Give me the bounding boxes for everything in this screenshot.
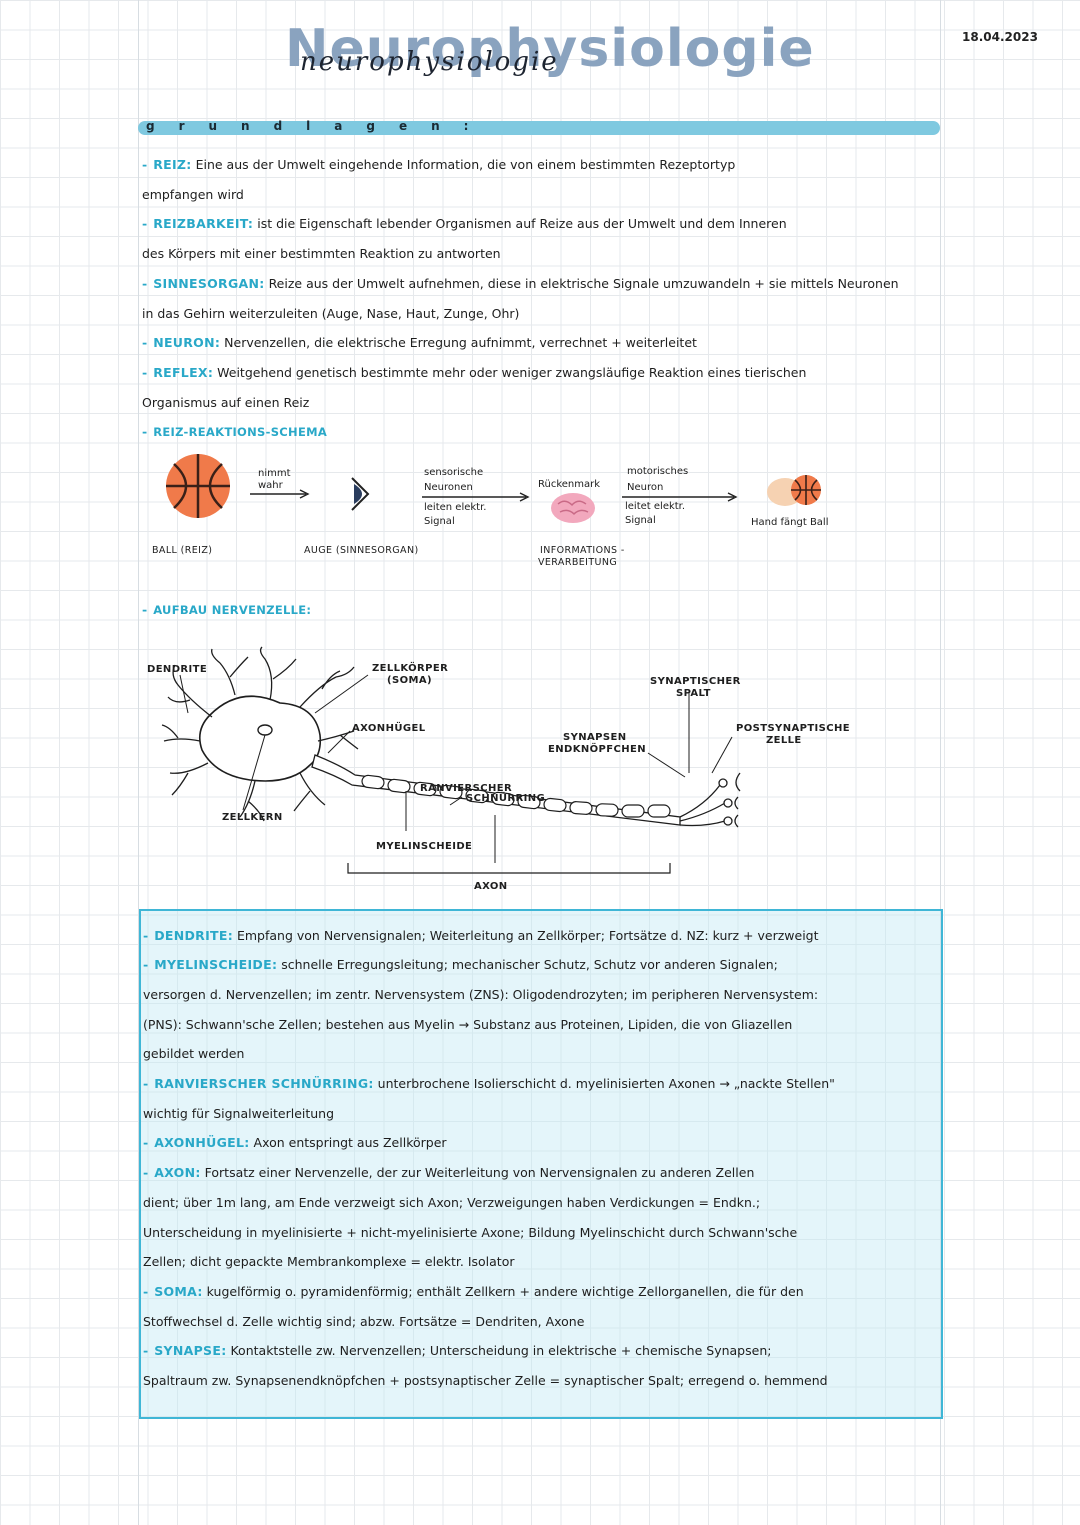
date: 18.04.2023: [962, 30, 1038, 44]
label-zelle: ZELLE: [766, 735, 802, 746]
label-myelinscheide: MYELINSCHEIDE: [376, 841, 473, 852]
label-endknoepfchen: ENDKNÖPFCHEN: [548, 744, 646, 755]
axon-terminals: [679, 772, 741, 828]
label-postsynaptische: POSTSYNAPTISCHE: [736, 723, 851, 734]
motor-label: Neuron: [627, 482, 664, 493]
arrow-label-wahr: wahr: [258, 480, 283, 491]
box-item-ranvier: -RANVIERSCHER SCHNÜRRING: unterbrochene …: [143, 1076, 835, 1091]
box-text: Spaltraum zw. Synapsenendknöpfchen + pos…: [143, 1373, 828, 1388]
axon-bracket: [347, 863, 671, 874]
rueckenmark-label: Rückenmark: [538, 479, 601, 490]
box-item-soma: -SOMA: kugelförmig o. pyramidenförmig; e…: [143, 1284, 804, 1299]
label-spalt: SPALT: [676, 688, 711, 699]
zellkern-shape: [257, 724, 273, 736]
sensory-signal-label: leiten elektr.: [424, 502, 487, 513]
box-text: (PNS): Schwann'sche Zellen; bestehen aus…: [143, 1017, 793, 1032]
ball-label: BALL (REIZ): [152, 545, 213, 556]
sensory-label: sensorische: [424, 467, 484, 478]
grundlagen-highlight-bar: [138, 121, 940, 135]
box-text: Unterscheidung in myelinisierte + nicht-…: [143, 1225, 798, 1240]
leader-lines: [179, 674, 733, 863]
dendrites-shape: [161, 646, 359, 822]
box-text: Stoffwechsel d. Zelle wichtig sind; abzw…: [143, 1314, 585, 1329]
info-label: INFORMATIONS -: [540, 545, 625, 556]
label-ranvier: RANVIERSCHER: [420, 783, 513, 794]
definition-neuron: -NEURON: Nervenzellen, die elektrische E…: [142, 335, 697, 350]
label-zellkoerper: ZELLKÖRPER: [372, 663, 449, 674]
page-title-script: neurophysiologie: [300, 47, 559, 77]
box-text: dient; über 1m lang, am Ende verzweigt s…: [143, 1195, 761, 1210]
arrow-label-nimmt: nimmt: [258, 468, 291, 479]
sensory-signal-label: Signal: [424, 516, 455, 527]
label-synapsen: SYNAPSEN: [563, 732, 627, 743]
label-soma: (SOMA): [387, 675, 432, 686]
definition-text: in das Gehirn weiterzuleiten (Auge, Nase…: [142, 306, 520, 321]
box-text: gebildet werden: [143, 1046, 245, 1061]
schema-heading: -REIZ-REAKTIONS-SCHEMA: [142, 424, 328, 439]
neuron-diagram: [161, 646, 741, 874]
box-item-synapse: -SYNAPSE: Kontaktstelle zw. Nervenzellen…: [143, 1343, 772, 1358]
definition-reflex: -REFLEX: Weitgehend genetisch bestimmte …: [142, 365, 807, 380]
definition-reiz: -REIZ: Eine aus der Umwelt eingehende In…: [142, 157, 736, 172]
aufbau-heading: -AUFBAU NERVENZELLE:: [142, 602, 312, 617]
grundlagen-heading: grundlagen:: [146, 119, 493, 133]
eye-icon: [351, 477, 370, 511]
hand-catching-ball-icon: [767, 475, 821, 506]
label-synaptischer: SYNAPTISCHER: [650, 676, 741, 687]
box-item-dendrite: -DENDRITE: Empfang von Nervensignalen; W…: [143, 928, 819, 943]
box-item-myelinscheide: -MYELINSCHEIDE: schnelle Erregungsleitun…: [143, 957, 778, 972]
info-box: [139, 909, 943, 1419]
label-zellkern: ZELLKERN: [222, 812, 283, 823]
hand-label: Hand fängt Ball: [751, 517, 829, 528]
motor-signal-label: Signal: [625, 515, 656, 526]
motor-signal-label: leitet elektr.: [625, 501, 686, 512]
reiz-reaktions-schema: [166, 454, 821, 523]
basketball-icon: [166, 454, 230, 518]
info-label: VERARBEITUNG: [538, 557, 618, 568]
soma-shape: [199, 695, 322, 782]
definition-text: des Körpers mit einer bestimmten Reaktio…: [142, 246, 501, 261]
label-axon: AXON: [474, 881, 508, 892]
brain-icon: [551, 493, 595, 523]
box-item-axon: -AXON: Fortsatz einer Nervenzelle, der z…: [143, 1165, 755, 1180]
box-text: versorgen d. Nervenzellen; im zentr. Ner…: [143, 987, 819, 1002]
label-schnuerring: SCHNÜRRING: [466, 793, 546, 804]
definition-reizbarkeit: -REIZBARKEIT: ist die Eigenschaft lebend…: [142, 216, 787, 231]
sensory-label: Neuronen: [424, 482, 473, 493]
box-text: wichtig für Signalweiterleitung: [143, 1106, 335, 1121]
definition-text: empfangen wird: [142, 187, 244, 202]
definition-text: Organismus auf einen Reiz: [142, 395, 310, 410]
myelin-segments: [361, 774, 671, 818]
label-axonhuegel: AXONHÜGEL: [352, 723, 426, 734]
page-title: Neurophysiologie: [285, 19, 815, 79]
box-item-axonhuegel: -AXONHÜGEL: Axon entspringt aus Zellkörp…: [143, 1135, 447, 1150]
box-text: Zellen; dicht gepackte Membrankomplexe =…: [143, 1254, 515, 1269]
motor-label: motorisches: [627, 466, 689, 477]
auge-label: AUGE (SINNESORGAN): [304, 545, 419, 556]
label-dendrite: DENDRITE: [147, 664, 208, 675]
definition-sinnesorgan: -SINNESORGAN: Reize aus der Umwelt aufne…: [142, 276, 899, 291]
